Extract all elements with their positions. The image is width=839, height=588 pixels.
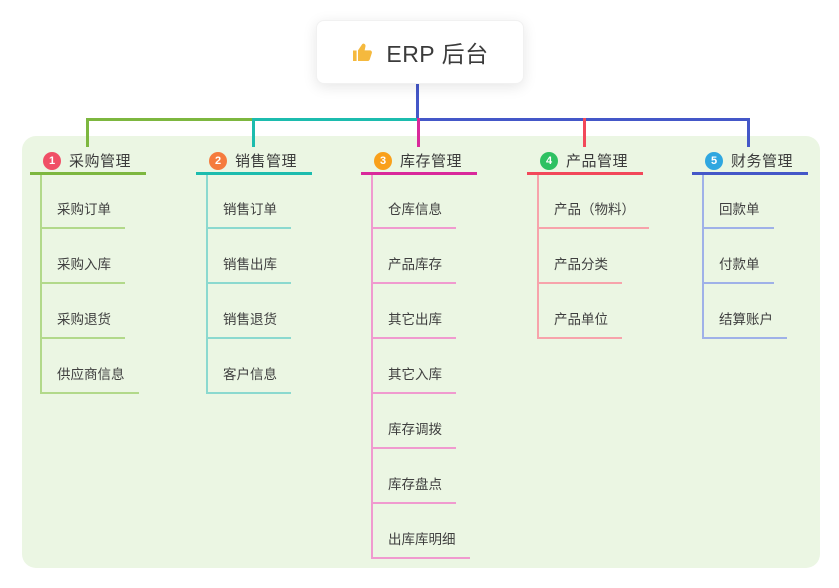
branch-trunk-line — [537, 175, 539, 337]
branch-1-node[interactable]: 1 采购管理 — [30, 149, 146, 175]
branch-number-badge: 4 — [540, 151, 558, 170]
drop-line-branch-4 — [583, 118, 586, 147]
child-row: 产品分类 — [527, 230, 697, 285]
branches-panel — [22, 136, 820, 568]
child-node[interactable]: 供应商信息 — [40, 363, 139, 394]
child-node[interactable]: 销售退货 — [206, 308, 291, 339]
child-node[interactable]: 其它入库 — [371, 363, 456, 394]
branch-label: 销售管理 — [235, 153, 298, 170]
child-node[interactable]: 销售出库 — [206, 253, 291, 284]
child-node[interactable]: 产品库存 — [371, 253, 456, 284]
child-node[interactable]: 出库库明细 — [371, 528, 470, 559]
child-node[interactable]: 其它出库 — [371, 308, 456, 339]
child-row: 仓库信息 — [361, 175, 531, 230]
branch-3: 3 库存管理仓库信息产品库存其它出库其它入库库存调拨库存盘点出库库明细 — [361, 149, 531, 560]
branch-number-badge: 5 — [705, 151, 723, 170]
branch-number-badge: 2 — [209, 151, 227, 170]
drop-line-branch-2 — [252, 118, 255, 147]
branch-2-node[interactable]: 2 销售管理 — [196, 149, 312, 175]
branch-children: 产品（物料） 产品分类产品单位 — [527, 175, 697, 340]
child-row: 产品（物料） — [527, 175, 697, 230]
child-node[interactable]: 库存调拨 — [371, 418, 456, 449]
child-row: 付款单 — [692, 230, 839, 285]
child-node[interactable]: 采购入库 — [40, 253, 125, 284]
child-row: 产品单位 — [527, 285, 697, 340]
drop-line-branch-3 — [417, 118, 420, 147]
branch-5-node[interactable]: 5 财务管理 — [692, 149, 808, 175]
branch-children: 仓库信息产品库存其它出库其它入库库存调拨库存盘点出库库明细 — [361, 175, 531, 560]
branch-label: 财务管理 — [731, 153, 794, 170]
child-row: 销售出库 — [196, 230, 366, 285]
branch-trunk-line — [702, 175, 704, 337]
child-node[interactable]: 产品（物料） — [537, 198, 649, 229]
branch-number-badge: 1 — [43, 151, 61, 170]
connector-segment-green — [86, 118, 254, 121]
branch-4-node[interactable]: 4 产品管理 — [527, 149, 643, 175]
branch-label: 采购管理 — [69, 153, 132, 170]
child-node[interactable]: 付款单 — [702, 253, 774, 284]
child-node[interactable]: 库存盘点 — [371, 473, 456, 504]
child-row: 采购退货 — [30, 285, 200, 340]
child-node[interactable]: 销售订单 — [206, 198, 291, 229]
child-row: 采购订单 — [30, 175, 200, 230]
child-row: 销售订单 — [196, 175, 366, 230]
child-node[interactable]: 产品分类 — [537, 253, 622, 284]
drop-line-branch-5 — [747, 118, 750, 147]
root-stem-line — [416, 82, 419, 121]
child-row: 采购入库 — [30, 230, 200, 285]
connector-segment-teal — [252, 118, 418, 121]
child-row: 库存调拨 — [361, 395, 531, 450]
child-row: 供应商信息 — [30, 340, 200, 395]
branch-number-badge: 3 — [374, 151, 392, 170]
root-node[interactable]: ERP 后台 — [316, 20, 524, 84]
child-row: 出库库明细 — [361, 505, 531, 560]
branch-4: 4 产品管理产品（物料） 产品分类产品单位 — [527, 149, 697, 340]
branch-children: 回款单付款单结算账户 — [692, 175, 839, 340]
child-node[interactable]: 回款单 — [702, 198, 774, 229]
child-node[interactable]: 采购退货 — [40, 308, 125, 339]
child-row: 销售退货 — [196, 285, 366, 340]
branch-children: 销售订单销售出库销售退货客户信息 — [196, 175, 366, 395]
branch-label: 产品管理 — [566, 153, 629, 170]
branch-trunk-line — [40, 175, 42, 392]
child-row: 其它出库 — [361, 285, 531, 340]
root-label: ERP 后台 — [386, 41, 489, 67]
child-row: 其它入库 — [361, 340, 531, 395]
branch-2: 2 销售管理销售订单销售出库销售退货客户信息 — [196, 149, 366, 395]
branch-label: 库存管理 — [400, 153, 463, 170]
drop-line-branch-1 — [86, 118, 89, 147]
child-node[interactable]: 采购订单 — [40, 198, 125, 229]
child-node[interactable]: 产品单位 — [537, 308, 622, 339]
branch-1: 1 采购管理采购订单采购入库采购退货供应商信息 — [30, 149, 200, 395]
child-node[interactable]: 客户信息 — [206, 363, 291, 394]
child-row: 回款单 — [692, 175, 839, 230]
thumbs-up-icon — [351, 40, 375, 64]
child-row: 库存盘点 — [361, 450, 531, 505]
child-node[interactable]: 结算账户 — [702, 308, 787, 339]
child-row: 结算账户 — [692, 285, 839, 340]
child-row: 产品库存 — [361, 230, 531, 285]
branch-5: 5 财务管理回款单付款单结算账户 — [692, 149, 839, 340]
child-node[interactable]: 仓库信息 — [371, 198, 456, 229]
branch-trunk-line — [371, 175, 373, 557]
branch-children: 采购订单采购入库采购退货供应商信息 — [30, 175, 200, 395]
branch-3-node[interactable]: 3 库存管理 — [361, 149, 477, 175]
branch-trunk-line — [206, 175, 208, 392]
child-row: 客户信息 — [196, 340, 366, 395]
